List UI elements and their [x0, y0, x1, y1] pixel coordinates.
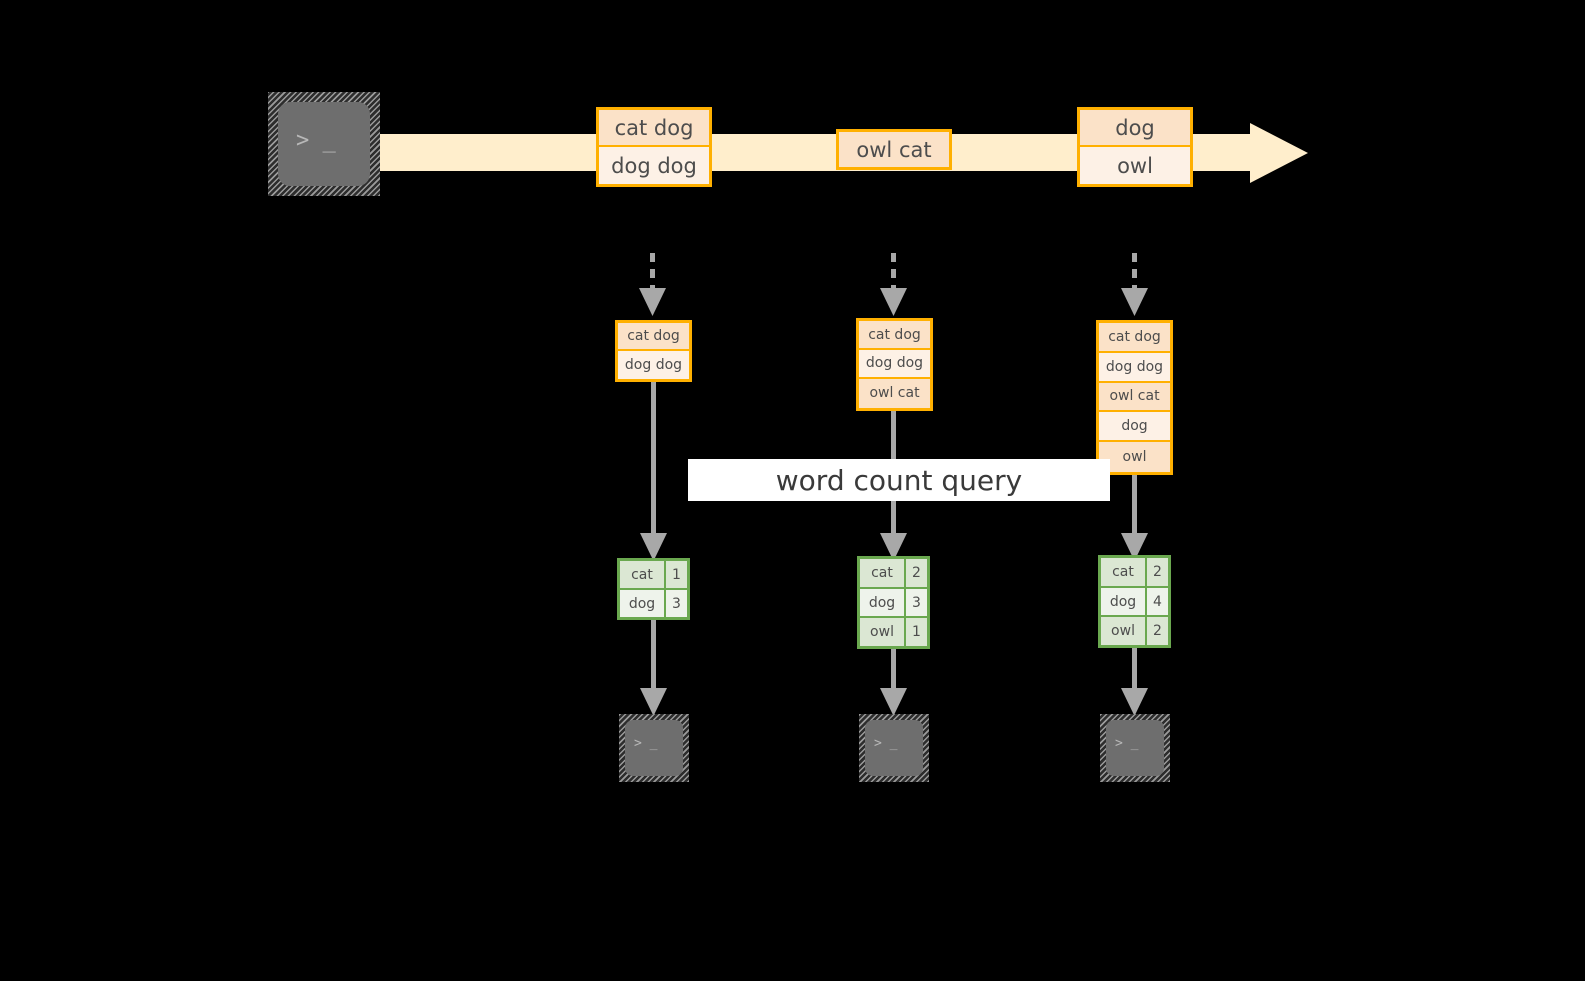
snapshot-3: cat dog dog dog owl cat dog owl [1096, 320, 1173, 475]
snapshot-record: dog dog [1099, 352, 1170, 383]
table-row: dog 4 [1101, 587, 1168, 618]
table-row: cat 2 [1101, 558, 1168, 588]
table-row: owl 2 [1101, 617, 1168, 646]
snapshot-to-result-arrowhead-2 [880, 533, 907, 561]
stream-to-snapshot-line-3 [1132, 253, 1137, 291]
terminal-screen [1106, 720, 1164, 776]
table-cell-word: owl [1101, 617, 1147, 646]
result-table-1: cat 1 dog 3 [617, 558, 690, 620]
table-cell-count: 3 [906, 588, 927, 617]
stream-group-2: owl cat [836, 129, 952, 170]
snapshot-to-result-line-3 [1132, 475, 1137, 538]
table-row: cat 2 [860, 559, 927, 589]
result-to-terminal-line-3 [1132, 648, 1137, 692]
table-cell-count: 1 [666, 561, 687, 588]
snapshot-record: owl [1099, 442, 1170, 472]
terminal-screen [865, 720, 923, 776]
snapshot-record: dog dog [859, 350, 930, 379]
stream-group-1: cat dog dog dog [596, 107, 712, 187]
snapshot-record: owl cat [859, 378, 930, 408]
snapshot-record: dog [1099, 412, 1170, 443]
snapshot-to-result-arrowhead-1 [640, 533, 667, 561]
consumer-terminal-1[interactable]: > _ [619, 714, 689, 782]
result-to-terminal-arrowhead-3 [1121, 688, 1148, 716]
table-cell-count: 2 [1147, 617, 1168, 646]
table-cell-count: 2 [906, 559, 927, 587]
table-row: dog 3 [860, 588, 927, 619]
stream-record: owl [1080, 147, 1190, 184]
table-cell-count: 1 [906, 618, 927, 647]
stream-arrowhead [1250, 123, 1308, 183]
stream-record: cat dog [599, 110, 709, 147]
terminal-prompt: > _ [1115, 736, 1139, 751]
snapshot-record: cat dog [1099, 323, 1170, 353]
table-cell-count: 4 [1147, 587, 1168, 616]
snapshot-to-result-line-1 [651, 382, 656, 538]
result-table-3: cat 2 dog 4 owl 2 [1098, 555, 1171, 648]
consumer-terminal-2[interactable]: > _ [859, 714, 929, 782]
table-row: cat 1 [620, 561, 687, 590]
table-cell-word: dog [620, 590, 666, 617]
terminal-screen [278, 102, 370, 186]
snapshot-record: cat dog [859, 321, 930, 350]
snapshot-to-result-arrowhead-3 [1121, 533, 1148, 561]
table-cell-word: cat [1101, 558, 1147, 586]
stream-record: owl cat [839, 132, 949, 167]
result-table-2: cat 2 dog 3 owl 1 [857, 556, 930, 649]
table-cell-count: 2 [1147, 558, 1168, 586]
stream-group-3: dog owl [1077, 107, 1193, 187]
table-cell-word: dog [860, 588, 906, 617]
table-cell-word: cat [860, 559, 906, 587]
stream-to-snapshot-line-2 [891, 253, 896, 291]
table-cell-word: owl [860, 618, 906, 647]
result-to-terminal-line-2 [891, 649, 896, 692]
table-row: dog 3 [620, 590, 687, 617]
terminal-prompt: > _ [874, 736, 898, 751]
terminal-prompt: > _ [634, 736, 658, 751]
snapshot-record: cat dog [618, 323, 689, 351]
snapshot-record: owl cat [1099, 382, 1170, 413]
stream-to-snapshot-arrowhead-2 [880, 288, 907, 316]
stream-to-snapshot-arrowhead-1 [639, 288, 666, 316]
snapshot-2: cat dog dog dog owl cat [856, 318, 933, 411]
table-row: owl 1 [860, 618, 927, 647]
stream-to-snapshot-arrowhead-3 [1121, 288, 1148, 316]
result-to-terminal-arrowhead-2 [880, 688, 907, 716]
consumer-terminal-3[interactable]: > _ [1100, 714, 1170, 782]
table-cell-count: 3 [666, 590, 687, 617]
terminal-prompt: > _ [296, 128, 336, 153]
stream-record: dog dog [599, 147, 709, 184]
query-label: word count query [688, 459, 1110, 501]
stream-record: dog [1080, 110, 1190, 147]
table-cell-word: dog [1101, 587, 1147, 616]
terminal-screen [625, 720, 683, 776]
result-to-terminal-arrowhead-1 [640, 688, 667, 716]
stream-to-snapshot-line-1 [650, 253, 655, 291]
snapshot-1: cat dog dog dog [615, 320, 692, 382]
producer-terminal[interactable]: > _ [268, 92, 380, 196]
snapshot-record: dog dog [618, 351, 689, 379]
table-cell-word: cat [620, 561, 666, 588]
result-to-terminal-line-1 [651, 620, 656, 692]
